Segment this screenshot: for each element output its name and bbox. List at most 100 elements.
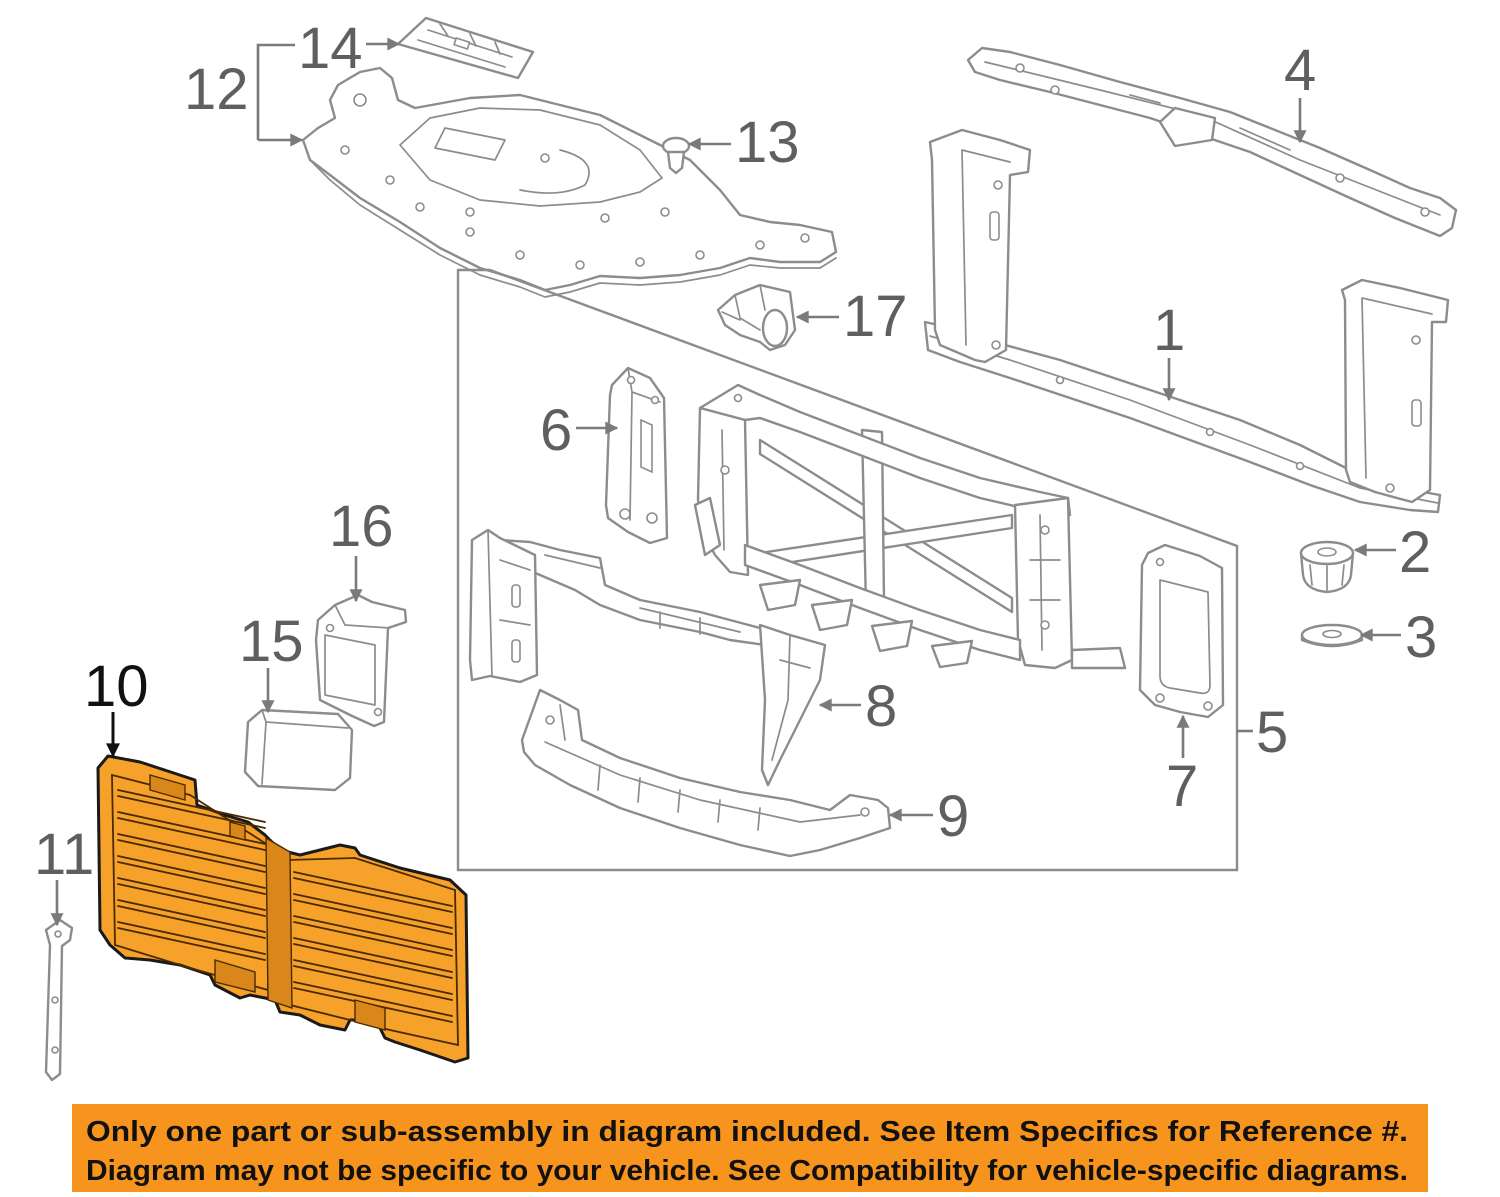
callout-5: 5 [1256,700,1288,765]
part-7-outline [1138,543,1225,719]
callout-8: 8 [865,674,897,739]
part-14 [396,16,535,80]
hole [1411,335,1421,345]
callout-12-bracket [256,43,295,140]
callout-labels: 1 2 3 4 5 6 7 8 9 10 11 12 13 14 15 16 1… [34,16,1437,887]
louver [117,855,266,895]
part-5-fin [810,598,854,632]
hole [1055,375,1065,385]
part-5-fin [870,619,914,653]
hole [626,375,636,385]
part-1-slot [989,211,1000,241]
hole [646,512,658,524]
callout-16: 16 [329,494,394,559]
part-2 [1299,540,1355,594]
part-4-bracket [1158,106,1217,148]
louver [117,833,266,873]
part-9 [520,688,892,858]
louver [293,893,453,935]
hole [1385,483,1395,493]
hole [545,715,555,725]
disclaimer-banner: Only one part or sub-assembly in diagram… [72,1104,1428,1192]
part-17-barrel [761,308,789,348]
banner-line-2: Diagram may not be specific to your vehi… [86,1155,1408,1187]
part-10-tab [354,999,386,1031]
louver [117,899,266,939]
part-5-extension [1070,646,1127,670]
hole [1040,620,1050,630]
part-9-outline [520,688,892,858]
callout-4: 4 [1284,38,1316,103]
part-12-edge [309,159,837,298]
part-12-ridge [519,149,590,194]
hole [991,340,1001,350]
hole [1155,557,1165,567]
part-6 [604,366,669,545]
callout-15: 15 [239,609,304,674]
callout-10: 10 [84,654,149,719]
part-10-tab [229,821,246,841]
part-7 [1138,543,1225,719]
part-5-detail [721,429,1061,651]
part-5-top-beam [698,383,1072,517]
hole [660,207,670,217]
part-17-detail [721,284,766,331]
part-2-center [1317,547,1337,557]
callout-7: 7 [1166,754,1198,819]
part-10-center-divider [265,836,293,1009]
part-12-outline [301,66,838,292]
part-5-left-mount [693,496,722,557]
louver [293,959,453,1001]
hole [54,930,62,938]
part-5-brace [758,438,1014,614]
part-12-window [434,127,506,161]
callout-12: 12 [184,57,249,122]
part-5-fin [758,578,802,612]
part-10-tab [214,959,256,993]
banner-line-1: Only one part or sub-assembly in diagram… [86,1116,1408,1148]
part-8 [468,528,827,787]
part-5-right-post [1013,496,1074,670]
hole [1015,63,1025,73]
hole [1203,701,1213,711]
callout-2: 2 [1399,520,1431,585]
hole [1420,207,1430,217]
part-7-slot [1159,579,1211,695]
assembly-5-box [456,268,1239,872]
hole [720,465,730,475]
callout-13: 13 [735,110,800,175]
part-8-beam-detail [544,554,741,635]
part-8-slot [511,639,521,663]
hole [1040,525,1050,535]
hole [340,145,350,155]
hole [373,707,383,717]
part-16-edge [334,604,391,629]
part-17 [716,283,797,352]
part-10-highlighted [96,754,470,1064]
callout-17: 17 [843,284,908,349]
part-4 [966,46,1458,238]
part-9-edge [544,741,861,823]
part-1-left-column-edge [961,149,1011,346]
hole [575,260,585,270]
callout-6: 6 [540,398,572,463]
part-1-bottom-rail [923,320,1442,514]
hole [415,202,425,212]
part-5-fin [930,639,974,669]
louver [293,915,453,957]
hole [695,250,705,260]
callout-14: 14 [298,16,363,81]
hole [600,213,610,223]
louver [117,789,266,829]
part-6-slot [640,418,653,474]
part-13-stem [666,150,686,175]
part-1-left-column [928,128,1032,364]
hole [353,93,367,107]
part-8-slot [511,584,521,608]
part-6-edge [627,367,661,521]
part-16 [314,593,408,728]
hole [540,153,550,163]
part-5-frame [693,383,1127,670]
hole [465,207,475,217]
